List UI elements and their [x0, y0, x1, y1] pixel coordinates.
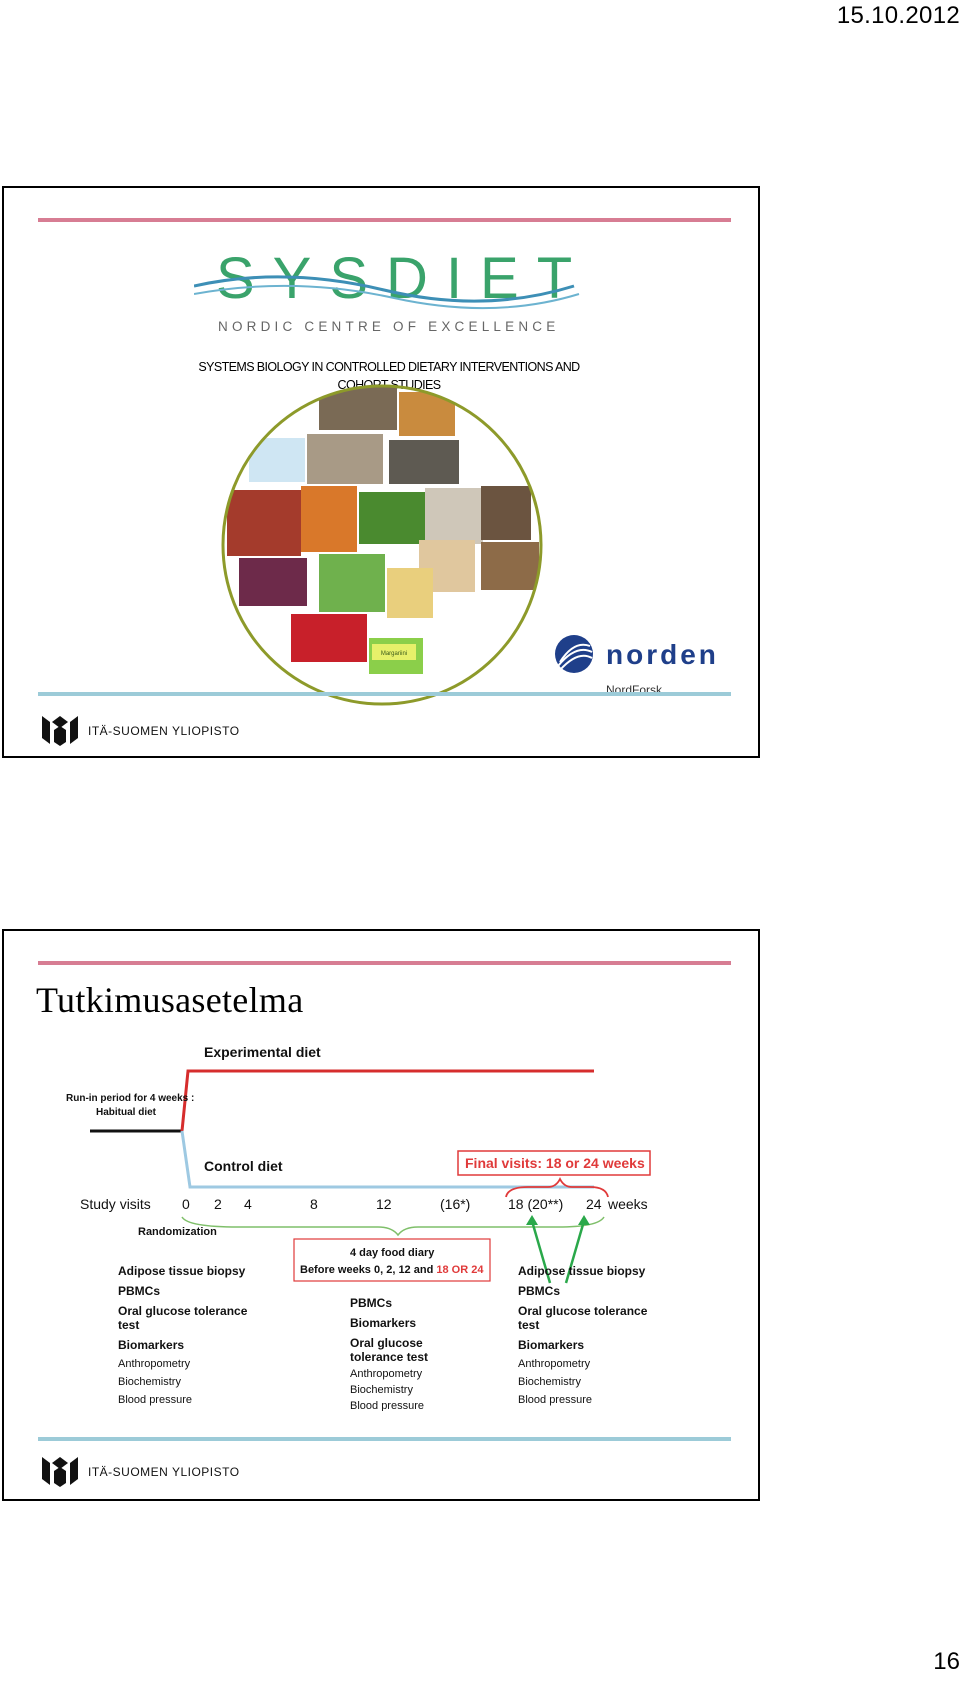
experimental-diet-label: Experimental diet — [204, 1044, 321, 1060]
mid-measure-1: PBMCs — [350, 1296, 392, 1310]
final-visits-label: Final visits: 18 or 24 weeks — [465, 1155, 645, 1171]
visit-16: (16*) — [440, 1196, 470, 1212]
mid-measure-5: Anthropometry — [350, 1368, 423, 1380]
margarine-label: Margariini — [381, 651, 407, 657]
left-measure-4: test — [118, 1318, 139, 1332]
right-measure-6: Anthropometry — [518, 1358, 591, 1370]
visit-18-20: 18 (20**) — [508, 1196, 563, 1212]
bottom-blue-bar — [38, 692, 731, 696]
right-measure-8: Blood pressure — [518, 1394, 592, 1406]
control-diet-label: Control diet — [204, 1158, 283, 1174]
visit-8: 8 — [310, 1196, 318, 1212]
right-measure-7: Biochemistry — [518, 1376, 581, 1388]
weeks-label: weeks — [607, 1196, 648, 1212]
run-in-label-2: Habitual diet — [96, 1107, 157, 1118]
visit-24: 24 — [586, 1196, 602, 1212]
food-collage-image: Margariini — [219, 382, 545, 708]
right-measure-2: PBMCs — [518, 1284, 560, 1298]
right-measure-1: Adipose tissue biopsy — [518, 1264, 646, 1278]
top-pink-bar — [38, 218, 731, 222]
study-visits-label: Study visits — [80, 1196, 151, 1212]
sysdiet-logo: SYSDIET NORDIC CENTRE OF EXCELLENCE — [194, 246, 594, 336]
top-pink-bar — [38, 961, 731, 965]
randomization-label: Randomization — [138, 1226, 217, 1238]
left-measure-7: Biochemistry — [118, 1376, 181, 1388]
diary-line-2-red: 18 OR 24 — [436, 1264, 484, 1276]
page-number: 16 — [933, 1648, 960, 1676]
visit-4: 4 — [244, 1196, 252, 1212]
left-measure-5: Biomarkers — [118, 1338, 184, 1352]
right-measure-3: Oral glucose tolerance — [518, 1304, 648, 1318]
diary-line-1: 4 day food diary — [350, 1247, 435, 1259]
visit-12: 12 — [376, 1196, 392, 1212]
page-date: 15.10.2012 — [837, 2, 960, 30]
visit-0: 0 — [182, 1196, 190, 1212]
university-name: ITÄ-SUOMEN YLIOPISTO — [88, 1465, 240, 1479]
right-measure-5: Biomarkers — [518, 1338, 584, 1352]
slide-study-design: Tutkimusasetelma Experimental diet Run-i… — [2, 929, 760, 1501]
bottom-blue-bar — [38, 1437, 731, 1441]
norden-text: norden — [606, 639, 719, 670]
left-measure-1: Adipose tissue biopsy — [118, 1264, 246, 1278]
sysdiet-tagline: NORDIC CENTRE OF EXCELLENCE — [218, 319, 559, 334]
uef-logo: ITÄ-SUOMEN YLIOPISTO — [38, 708, 278, 748]
study-design-diagram: Experimental diet Run-in period for 4 we… — [38, 1031, 738, 1411]
run-in-label-1: Run-in period for 4 weeks : — [66, 1093, 194, 1104]
svg-text:Before weeks 0, 2, 12 and 18 O: Before weeks 0, 2, 12 and 18 OR 24 — [300, 1264, 484, 1276]
slide-title: Tutkimusasetelma — [36, 979, 303, 1021]
mid-measure-3: Oral glucose — [350, 1336, 423, 1350]
university-name: ITÄ-SUOMEN YLIOPISTO — [88, 724, 240, 738]
slide-sysdiet: SYSDIET NORDIC CENTRE OF EXCELLENCE SYST… — [2, 186, 760, 758]
mid-measure-6: Biochemistry — [350, 1384, 413, 1396]
sysdiet-logo-text: SYSDIET — [216, 246, 590, 311]
mid-measure-7: Blood pressure — [350, 1400, 424, 1411]
left-measure-6: Anthropometry — [118, 1358, 191, 1370]
left-measure-8: Blood pressure — [118, 1394, 192, 1406]
mid-measure-2: Biomarkers — [350, 1316, 416, 1330]
visit-2: 2 — [214, 1196, 222, 1212]
uef-logo: ITÄ-SUOMEN YLIOPISTO — [38, 1449, 278, 1489]
left-measure-3: Oral glucose tolerance — [118, 1304, 248, 1318]
mid-measure-4: tolerance test — [350, 1350, 428, 1364]
subtitle-line-1: SYSTEMS BIOLOGY IN CONTROLLED DIETARY IN… — [154, 358, 624, 376]
diary-line-2: Before weeks 0, 2, 12 and — [300, 1264, 436, 1276]
right-measure-4: test — [518, 1318, 539, 1332]
left-measure-2: PBMCs — [118, 1284, 160, 1298]
